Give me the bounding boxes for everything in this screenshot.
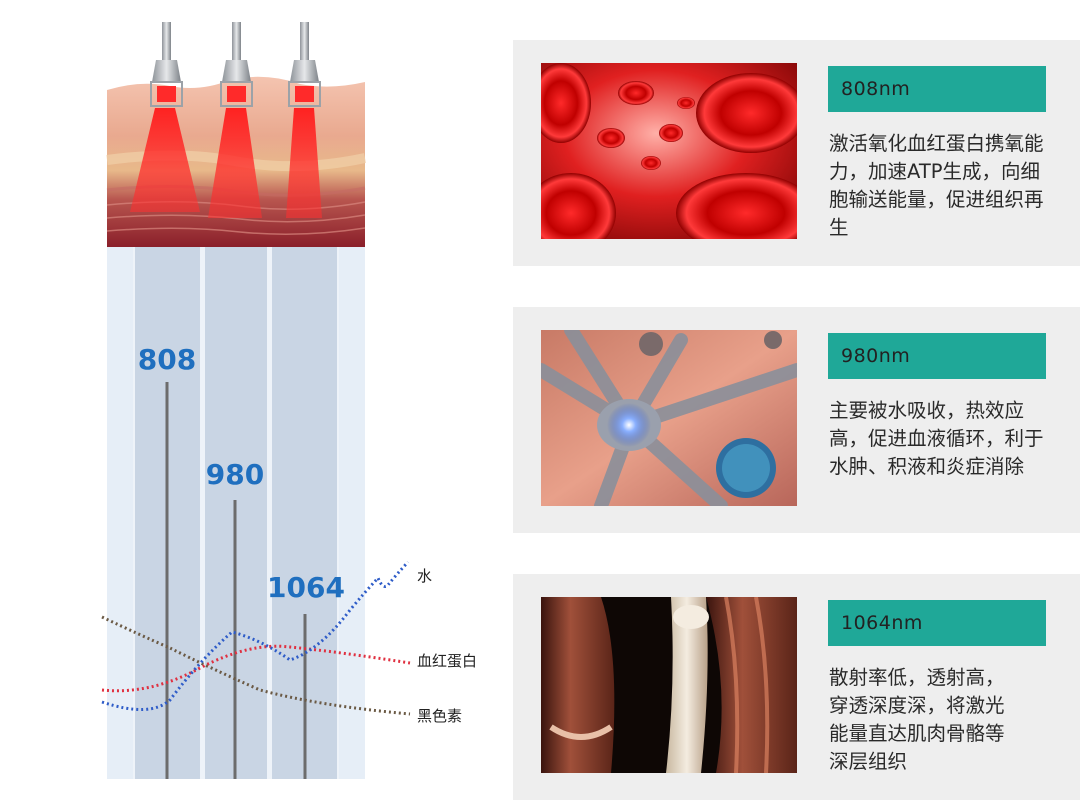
card-description: 激活氧化血红蛋白携氧能力，加速ATP生成，向细胞输送能量，促进组织再生 xyxy=(829,132,1044,239)
card-description: 散射率低，透射高，穿透深度深，将激光能量直达肌肉骨骼等深层组织 xyxy=(829,666,1005,773)
wavelength-banner: 980nm xyxy=(828,333,1046,379)
curve-label-melanin: 黑色素 xyxy=(417,707,462,725)
card-1064nm: 1064nm 散射率低，透射高，穿透深度深，将激光能量直达肌肉骨骼等深层组织 xyxy=(513,574,1080,800)
curve-label-water: 水 xyxy=(417,567,432,585)
laser-penetration-diagram: 808 980 1064 水 血红蛋白 黑色素 xyxy=(101,22,477,779)
curve-label-hemoglobin: 血红蛋白 xyxy=(417,652,477,670)
wavelength-label-1064: 1064 xyxy=(267,571,345,604)
card-980nm: 980nm 主要被水吸收，热效应高，促进血液循环，利于水肿、积液和炎症消除 xyxy=(513,307,1080,533)
laser-probes xyxy=(150,22,321,107)
wavelength-label-980: 980 xyxy=(206,458,264,491)
neuron-cell-image xyxy=(541,330,797,506)
probe-1064 xyxy=(288,22,321,107)
water-absorption-curve xyxy=(101,560,410,712)
laser-beams xyxy=(130,108,322,218)
probe-808 xyxy=(150,22,183,107)
probe-980 xyxy=(220,22,253,107)
wavelength-banner: 1064nm xyxy=(828,600,1046,646)
hemoglobin-absorption-curve xyxy=(101,644,411,693)
laser-beam-808 xyxy=(130,108,200,212)
melanin-absorption-curve xyxy=(101,615,411,716)
card-description: 主要被水吸收，热效应高，促进血液循环，利于水肿、积液和炎症消除 xyxy=(829,399,1044,478)
card-808nm: 808nm 激活氧化血红蛋白携氧能力，加速ATP生成，向细胞输送能量，促进组织再… xyxy=(513,40,1080,266)
laser-beam-1064 xyxy=(286,108,322,218)
red-blood-cells-image xyxy=(541,63,797,239)
wavelength-banner: 808nm xyxy=(828,66,1046,112)
laser-beam-980 xyxy=(208,108,262,218)
muscle-tissue-image xyxy=(541,597,797,773)
wavelength-label-808: 808 xyxy=(138,343,196,376)
